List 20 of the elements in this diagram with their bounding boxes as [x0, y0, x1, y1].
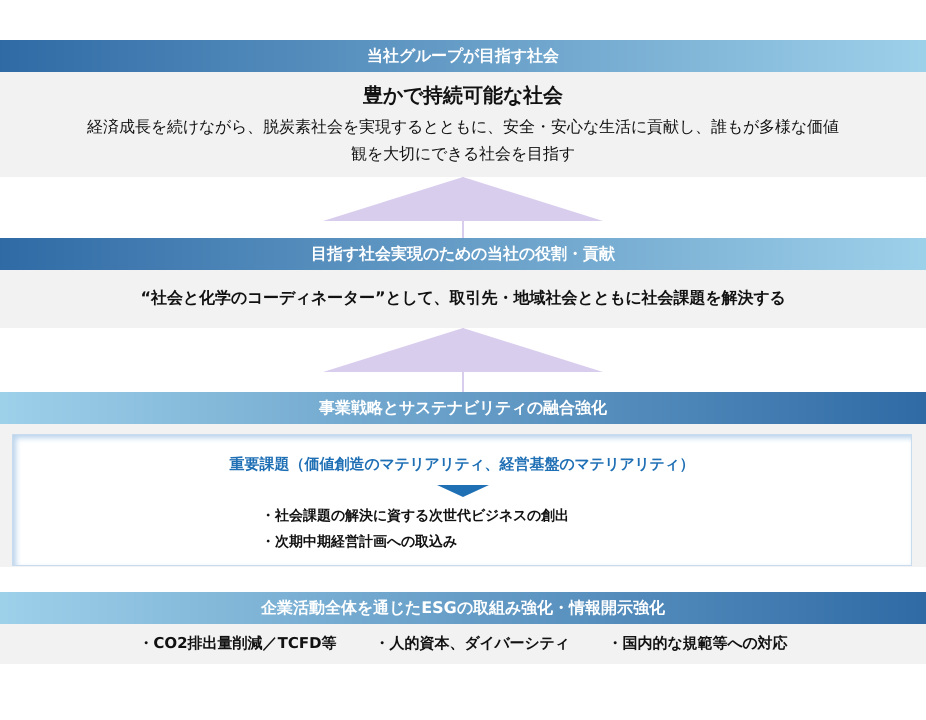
bullet-text: ・人的資本、ダイバーシティ — [374, 634, 570, 653]
body-text: 経済成長を続けながら、脱炭素社会を実現するとともに、安全・安心な生活に貢献し、誰もが多様な価値観を大切にできる社会を目指す — [86, 116, 840, 165]
section-header: 当社グループが目指す社会 — [0, 40, 926, 72]
bullet-text: ・CO2排出量削減／TCFD等 — [138, 634, 337, 653]
bullet-text: ・次期中期経営計画への取込み — [261, 533, 457, 551]
section-header: 事業戦略とサステナビリティの融合強化 — [0, 392, 926, 424]
arrow — [323, 328, 603, 392]
section-header: 目指す社会実現のための当社の役割・貢献 — [0, 238, 926, 270]
arrow — [323, 177, 603, 238]
bullet-text: ・国内的な規範等への対応 — [608, 634, 788, 653]
heading-text: 豊かで持続可能な社会 — [362, 82, 564, 109]
section-panel — [0, 40, 926, 177]
section-panel — [0, 592, 926, 664]
bullet-text: ・社会課題の解決に資する次世代ビジネスの創出 — [261, 507, 569, 525]
section-header: 企業活動全体を通じたESGの取組み強化・情報開示強化 — [0, 592, 926, 624]
section-panel — [0, 392, 926, 567]
body-text: “社会と化学のコーディネーター”として、取引先・地域社会とともに社会課題を解決する — [139, 288, 787, 309]
content-card — [12, 434, 912, 566]
section-panel — [0, 238, 926, 328]
heading-text: 重要課題（価値創造のマテリアリティ、経営基盤のマテリアリティ） — [228, 455, 696, 474]
